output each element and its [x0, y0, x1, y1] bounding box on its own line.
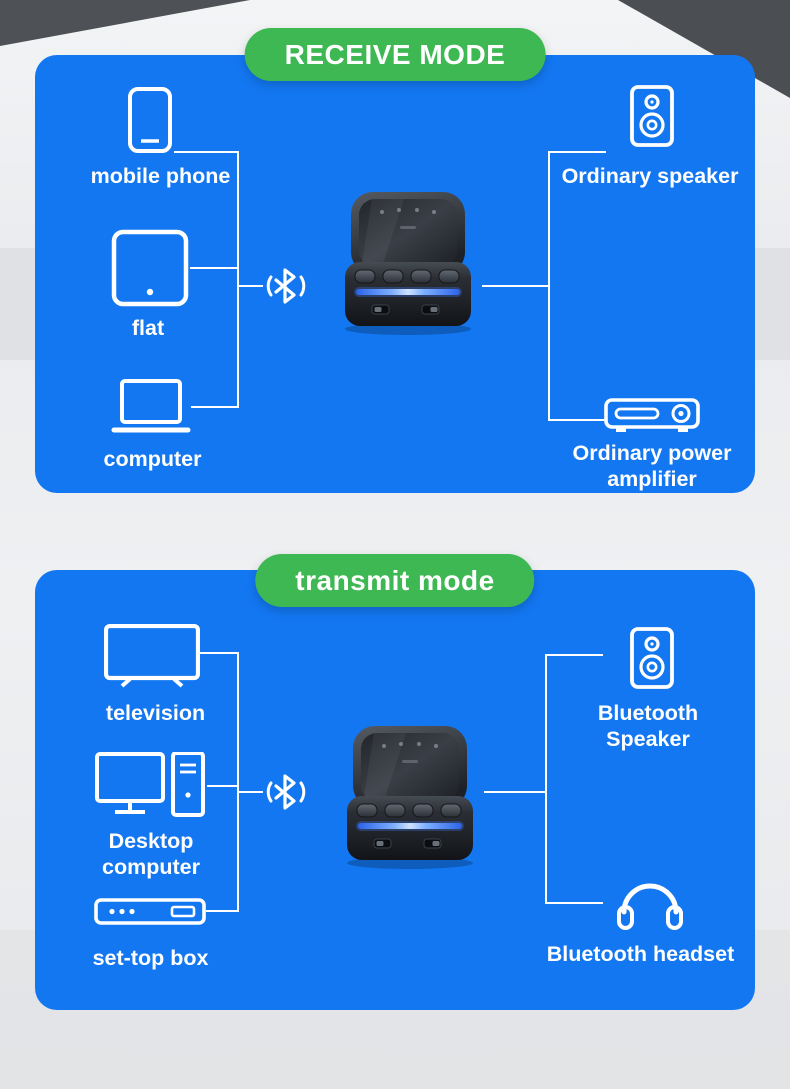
bluetooth-adapter-device: [347, 726, 473, 869]
source-label: set-top box: [92, 946, 209, 970]
connector-line: [547, 902, 603, 904]
connector-line: [550, 151, 606, 153]
speaker-icon: [630, 85, 674, 147]
source-label: flat: [131, 316, 165, 340]
laptop-icon: [111, 379, 191, 433]
connector-line: [239, 791, 263, 793]
source-label: mobile phone: [90, 164, 231, 188]
connector-line: [484, 791, 545, 793]
connector-line: [545, 654, 547, 904]
connector-line: [482, 285, 548, 287]
tablet-icon: [111, 229, 189, 307]
television-icon: [104, 624, 200, 688]
backdrop-shade-top-left: [0, 0, 250, 46]
connector-line: [239, 285, 263, 287]
connector-line: [191, 406, 237, 408]
bluetooth-broadcast-icon: [266, 774, 306, 810]
mobile-phone-icon: [128, 87, 172, 153]
source-label: television: [105, 701, 206, 725]
source-label: Desktop computer: [102, 829, 200, 880]
connector-line: [207, 785, 237, 787]
output-label: Bluetooth Speaker: [597, 701, 699, 752]
connector-line: [190, 267, 237, 269]
connector-line: [237, 151, 239, 408]
output-label: Ordinary power amplifier: [572, 441, 732, 492]
transmit-mode-badge: transmit mode: [255, 554, 535, 607]
speaker-icon: [630, 627, 674, 689]
bluetooth-adapter-device: [345, 192, 471, 335]
connector-line: [174, 151, 237, 153]
set-top-box-icon: [94, 898, 206, 925]
connector-line: [206, 910, 237, 912]
power-amplifier-icon: [604, 398, 700, 432]
desktop-computer-icon: [95, 752, 205, 817]
output-label: Ordinary speaker: [561, 164, 739, 188]
bluetooth-broadcast-icon: [266, 268, 306, 304]
headset-icon: [617, 883, 683, 930]
connector-line: [548, 151, 550, 421]
source-label: computer: [103, 447, 202, 471]
output-label: Bluetooth headset: [546, 942, 735, 966]
connector-line: [547, 654, 603, 656]
connector-line: [237, 652, 239, 912]
connector-line: [550, 419, 606, 421]
receive-mode-badge: RECEIVE MODE: [244, 28, 546, 81]
connector-line: [200, 652, 237, 654]
